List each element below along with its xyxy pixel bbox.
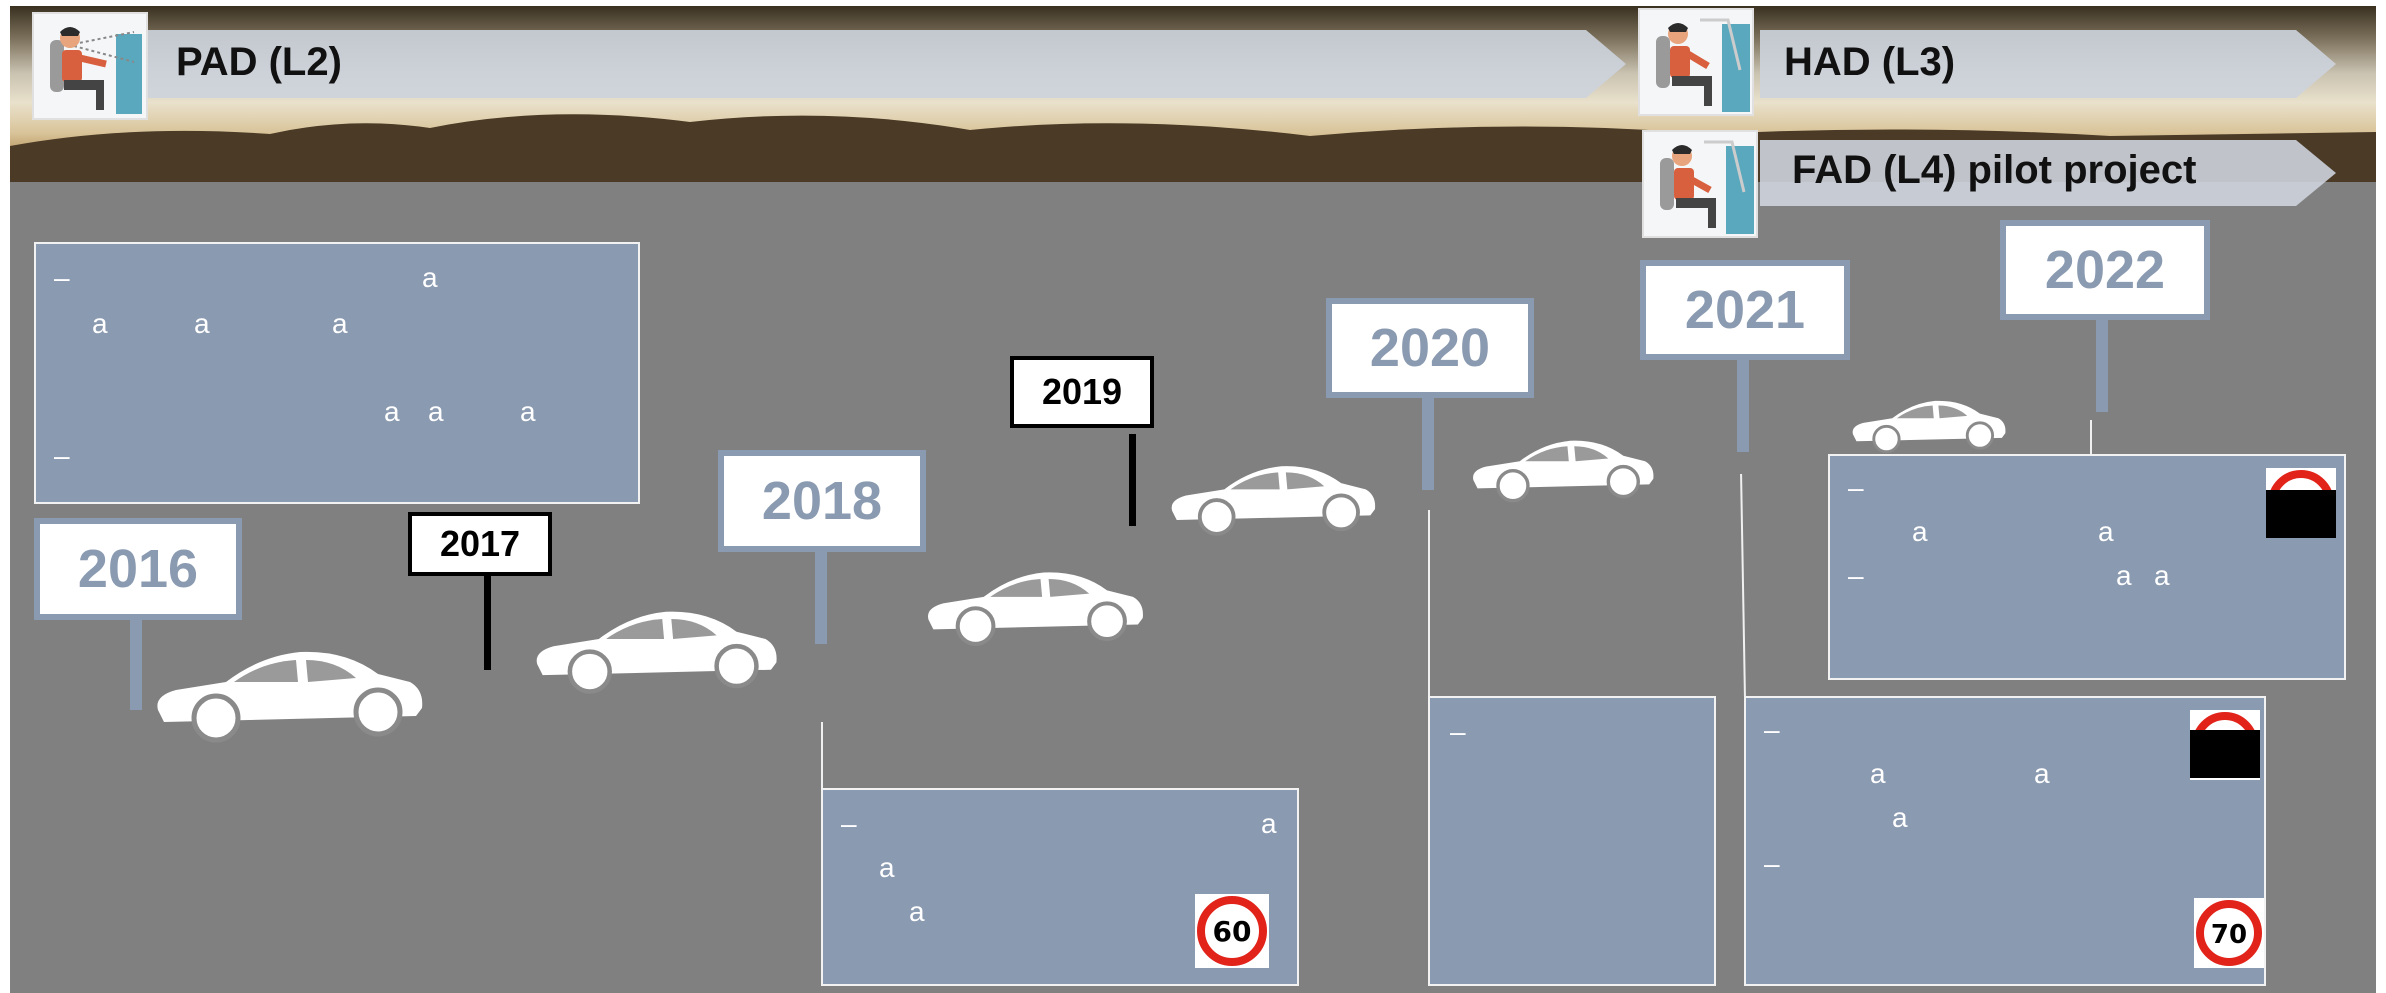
info-box-2020: – <box>1428 696 1716 986</box>
bullet-dash: – <box>1764 714 1780 746</box>
text-mark: a <box>1912 516 1928 548</box>
text-mark: a <box>2154 560 2170 592</box>
pad-label: PAD (L2) <box>176 40 342 85</box>
text-mark: a <box>2034 758 2050 790</box>
driver-conditional-icon <box>1638 8 1754 116</box>
post-2020 <box>1422 394 1434 490</box>
connector-2020 <box>1428 510 1430 696</box>
info-box-2018: – a a a 60 <box>821 788 1299 986</box>
had-label: HAD (L3) <box>1784 40 1955 85</box>
post-2019 <box>1129 434 1136 526</box>
info-box-2022: – a a – a a <box>1828 454 2346 680</box>
bullet-dash: – <box>54 440 70 472</box>
post-2016 <box>130 612 142 710</box>
car-2017-icon <box>530 600 780 696</box>
post-2022 <box>2096 316 2108 412</box>
car-2018-icon <box>922 562 1146 648</box>
info-box-2021: – a a a – 70 <box>1744 696 2266 986</box>
text-mark: a <box>1892 802 1908 834</box>
year-2018-sign: 2018 <box>718 450 926 552</box>
car-2019-icon <box>1166 456 1378 538</box>
year-2022-sign: 2022 <box>2000 220 2210 320</box>
text-mark: a <box>909 896 925 928</box>
text-mark: a <box>422 262 438 294</box>
car-2022-icon <box>1848 394 2008 454</box>
text-mark: a <box>879 852 895 884</box>
text-mark: a <box>1261 808 1277 840</box>
text-mark: a <box>428 396 444 428</box>
speed-60-text: 60 <box>1213 915 1252 948</box>
redacted-sign <box>2190 710 2260 780</box>
text-mark: a <box>332 308 348 340</box>
year-2019-sign: 2019 <box>1010 356 1154 428</box>
text-mark: a <box>92 308 108 340</box>
connector-2022 <box>2090 420 2092 454</box>
post-2021 <box>1737 356 1749 452</box>
text-mark: a <box>2116 560 2132 592</box>
bullet-dash: – <box>1848 472 1864 504</box>
bullet-dash: – <box>1848 560 1864 592</box>
redacted-sign <box>2266 468 2336 538</box>
connector-2018 <box>821 722 823 788</box>
year-2021-sign: 2021 <box>1640 260 1850 360</box>
text-mark: a <box>384 396 400 428</box>
year-2017-sign: 2017 <box>408 512 552 576</box>
speed-limit-60-sign: 60 <box>1195 894 1269 968</box>
bullet-dash: – <box>1764 848 1780 880</box>
car-2016-icon <box>150 640 426 744</box>
year-2020-sign: 2020 <box>1326 298 1534 398</box>
post-2017 <box>484 570 491 670</box>
text-mark: a <box>1870 758 1886 790</box>
post-2018 <box>815 548 827 644</box>
text-mark: a <box>520 396 536 428</box>
info-box-2016: – a a a a a a a – <box>34 242 640 504</box>
speed-70-text: 70 <box>2211 920 2247 950</box>
bullet-dash: – <box>841 808 857 840</box>
fad-label: FAD (L4) pilot project <box>1792 148 2196 193</box>
text-mark: a <box>2098 516 2114 548</box>
year-2016-sign: 2016 <box>34 518 242 620</box>
car-2020-icon <box>1468 432 1656 504</box>
driver-hands-on-icon <box>32 12 148 120</box>
speed-limit-70-sign: 70 <box>2194 898 2264 968</box>
bullet-dash: – <box>1450 716 1466 748</box>
bullet-dash: – <box>54 262 70 294</box>
driver-autonomous-icon <box>1642 130 1758 238</box>
text-mark: a <box>194 308 210 340</box>
pad-arrow <box>148 30 1626 98</box>
